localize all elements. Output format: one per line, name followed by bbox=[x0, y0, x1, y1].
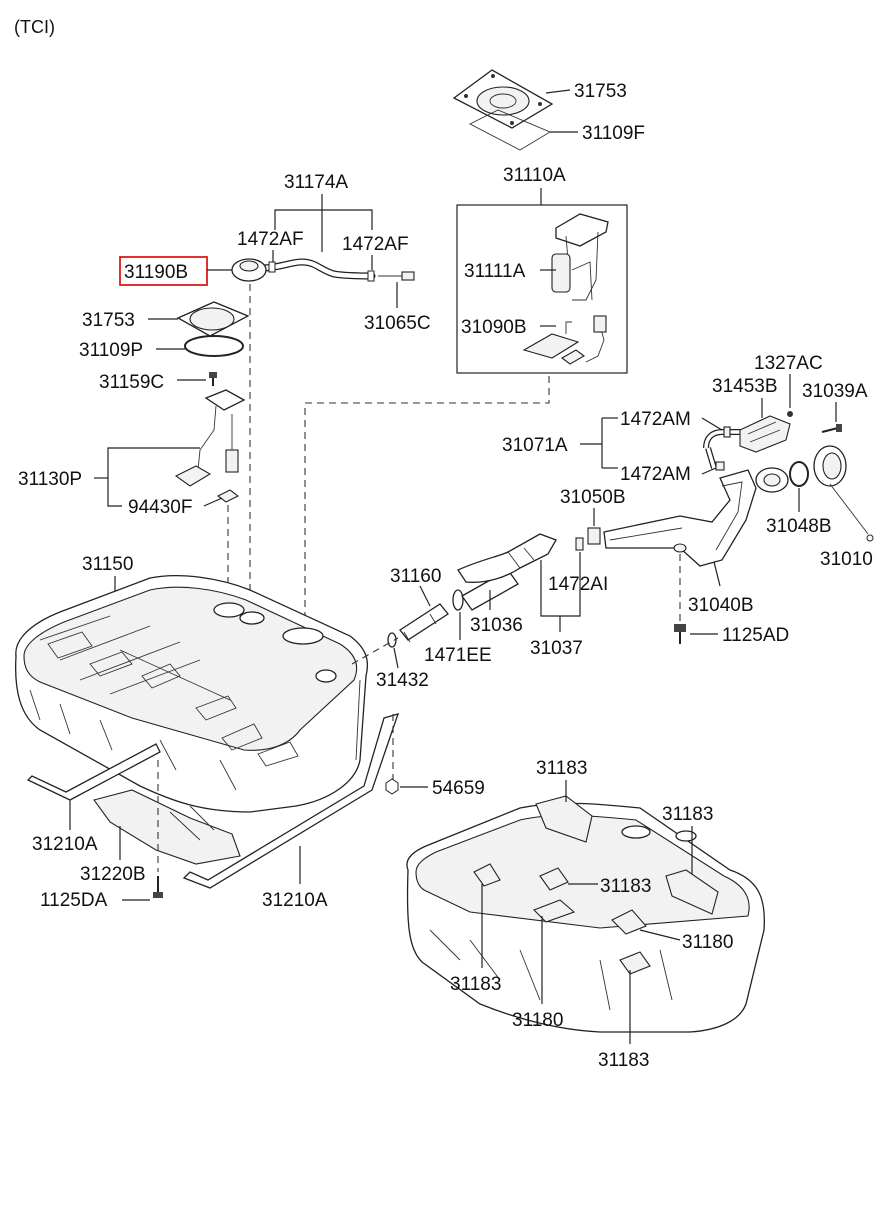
label-31183-d: 31183 bbox=[450, 974, 501, 995]
label-31110A: 31110A bbox=[503, 165, 566, 186]
bolt-1125DA bbox=[153, 876, 163, 898]
highlight-box-31190B bbox=[119, 256, 208, 286]
label-31150: 31150 bbox=[82, 554, 133, 575]
shield-31220B bbox=[93, 789, 241, 865]
filler-pipe-31040B bbox=[603, 469, 757, 567]
clamp-31432 bbox=[387, 632, 397, 648]
label-1472AF-a: 1472AF bbox=[237, 229, 304, 250]
fuel-pump-module-31110A bbox=[551, 213, 609, 301]
label-31065C: 31065C bbox=[364, 313, 431, 334]
bolt-31039A bbox=[821, 424, 842, 433]
clamp-1472AI bbox=[575, 537, 584, 551]
label-31039A: 31039A bbox=[802, 381, 868, 402]
label-31037: 31037 bbox=[530, 638, 583, 659]
label-31130P: 31130P bbox=[18, 469, 82, 490]
screw-1327AC bbox=[787, 411, 793, 417]
pads-31183 bbox=[473, 795, 719, 975]
strap-31210A-right bbox=[182, 713, 400, 889]
label-31180-b: 31180 bbox=[512, 1010, 563, 1031]
label-1471EE: 1471EE bbox=[424, 645, 492, 666]
clamp-31050B bbox=[587, 527, 601, 545]
vent-hose-31071A bbox=[703, 426, 740, 471]
label-31111A: 31111A bbox=[464, 261, 526, 282]
fuel-cap-31010 bbox=[813, 445, 874, 542]
bolt-31159C bbox=[209, 372, 217, 386]
label-31220B: 31220B bbox=[80, 864, 146, 885]
label-31109P: 31109P bbox=[79, 340, 143, 361]
cover-plate-31753-top bbox=[452, 69, 554, 129]
label-31753-left: 31753 bbox=[82, 310, 135, 331]
rollover-valve-31190B bbox=[231, 258, 267, 282]
label-1472AI: 1472AI bbox=[548, 574, 608, 595]
label-31010: 31010 bbox=[820, 549, 873, 570]
label-31183-e: 31183 bbox=[598, 1050, 649, 1071]
fuel-tank-31150 bbox=[14, 574, 369, 813]
label-1472AM-b: 1472AM bbox=[620, 464, 691, 485]
label-54659: 54659 bbox=[432, 778, 485, 799]
valve-31453B bbox=[739, 415, 791, 453]
pump-module-box bbox=[456, 204, 628, 374]
label-31174A: 31174A bbox=[284, 172, 348, 193]
label-31210A-b: 31210A bbox=[262, 890, 328, 911]
label-31050B: 31050B bbox=[560, 487, 626, 508]
label-31109F: 31109F bbox=[582, 123, 645, 144]
label-31071A: 31071A bbox=[502, 435, 568, 456]
cover-plate-31753-left bbox=[176, 301, 250, 337]
label-31040B: 31040B bbox=[688, 595, 754, 616]
label-1327AC: 1327AC bbox=[754, 353, 823, 374]
nut-54659 bbox=[385, 778, 399, 795]
clamp-1471EE bbox=[452, 589, 464, 611]
label-31159C: 31159C bbox=[99, 372, 164, 393]
label-31753-top: 31753 bbox=[574, 81, 627, 102]
variant-label: (TCI) bbox=[14, 17, 55, 37]
label-31160: 31160 bbox=[390, 566, 441, 587]
label-31183-c: 31183 bbox=[600, 876, 651, 897]
label-31036: 31036 bbox=[470, 615, 523, 636]
label-31210A-a: 31210A bbox=[32, 834, 98, 855]
label-31180-a: 31180 bbox=[682, 932, 733, 953]
vent-hose-31174A bbox=[258, 258, 376, 282]
fuel-sender-31090B bbox=[522, 315, 607, 365]
label-31048B: 31048B bbox=[766, 516, 832, 537]
fuel-tank-bottom-view bbox=[406, 802, 765, 1033]
fuel-sender-31130P bbox=[174, 389, 246, 503]
label-1125DA: 1125DA bbox=[40, 890, 108, 911]
label-1472AM-a: 1472AM bbox=[620, 409, 691, 430]
filler-housing bbox=[755, 467, 789, 493]
label-31432: 31432 bbox=[376, 670, 429, 691]
bolt-1125AD bbox=[674, 624, 686, 644]
valve-31065C bbox=[378, 271, 415, 281]
label-31183-b: 31183 bbox=[662, 804, 713, 825]
label-1125AD: 1125AD bbox=[722, 625, 789, 646]
gasket-31048B bbox=[789, 461, 809, 487]
label-31453B: 31453B bbox=[712, 376, 778, 397]
pipe-31160 bbox=[399, 603, 449, 643]
label-31183-a: 31183 bbox=[536, 758, 587, 779]
filler-hose-31037 bbox=[457, 533, 557, 583]
gasket-31109P bbox=[184, 335, 244, 357]
label-1472AF-b: 1472AF bbox=[342, 234, 409, 255]
label-31190B: 31190B bbox=[124, 262, 188, 283]
label-31090B: 31090B bbox=[461, 317, 527, 338]
label-94430F: 94430F bbox=[128, 497, 192, 518]
